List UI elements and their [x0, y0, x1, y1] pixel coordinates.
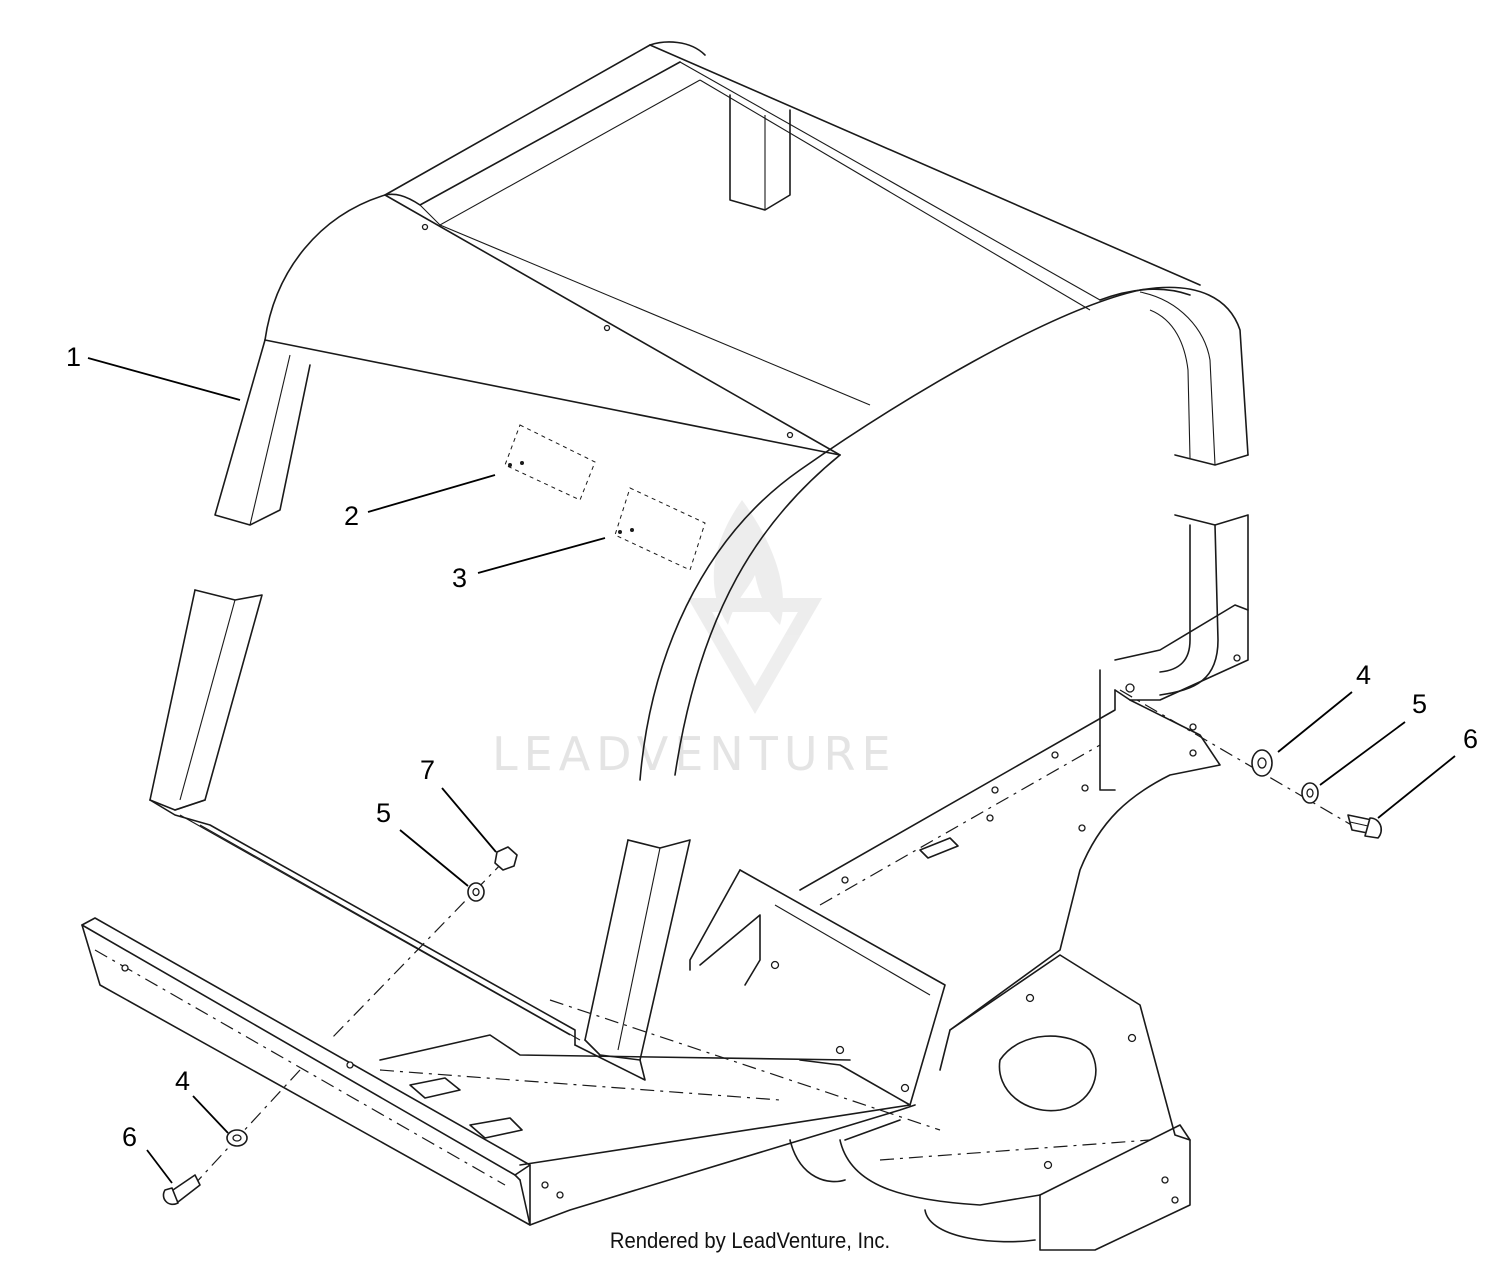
callout-6-right: 6: [1463, 724, 1478, 754]
left-fasteners: [162, 846, 518, 1206]
callout-2: 2: [344, 501, 359, 531]
callout-4-left: 4: [175, 1066, 190, 1096]
callout-5-right: 5: [1412, 689, 1427, 719]
watermark-logo-icon: [687, 500, 823, 714]
front-cross-channel: [149, 799, 581, 1046]
callout-4-right: 4: [1356, 660, 1371, 690]
callout-labels: 1 2 3 4 5 6 7 5 4 6: [66, 342, 1478, 1152]
left-front-leg: [149, 339, 311, 811]
right-front-leg: [574, 839, 691, 1081]
floor-plate: [379, 999, 941, 1166]
decal-outlines: [504, 424, 706, 571]
render-credit: Rendered by LeadVenture, Inc.: [609, 1228, 891, 1253]
right-fasteners: [1119, 689, 1382, 839]
watermark-text: LEADVENTURE: [492, 727, 897, 781]
callout-7: 7: [420, 755, 435, 785]
canopy-top: [264, 41, 1249, 781]
nut-icon: [494, 846, 518, 871]
callout-5-left: 5: [376, 798, 391, 828]
callout-6-left: 6: [122, 1122, 137, 1152]
right-channel: [689, 869, 946, 1106]
callout-1: 1: [66, 342, 81, 372]
callout-leaders: [87, 357, 1456, 1184]
bolt-icon: [1347, 814, 1382, 839]
callout-3: 3: [452, 563, 467, 593]
hitch-plate: [789, 954, 1191, 1251]
left-mounting-rail: [81, 917, 916, 1226]
bolt-icon: [162, 1174, 201, 1206]
rear-frame: [799, 604, 1249, 1071]
